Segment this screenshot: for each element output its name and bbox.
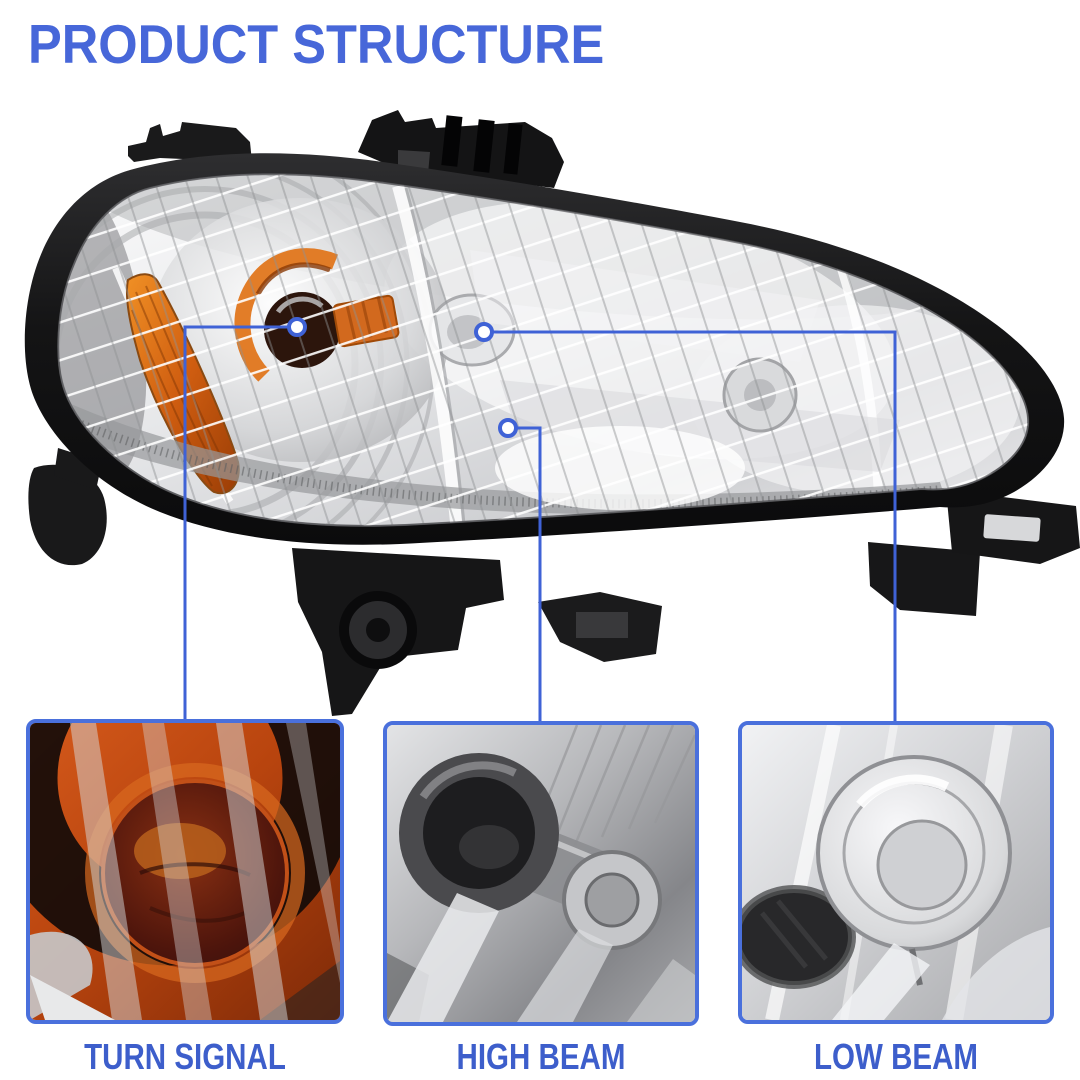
high-beam-closeup bbox=[387, 725, 695, 1022]
detail-card-high-beam bbox=[383, 721, 699, 1026]
detail-card-low-beam bbox=[738, 721, 1054, 1024]
label-low-beam: LOW BEAM bbox=[814, 1036, 978, 1077]
page-title: PRODUCT STRUCTURE bbox=[28, 13, 605, 75]
label-turn-signal: TURN SIGNAL bbox=[84, 1036, 286, 1077]
headlight-photo bbox=[24, 110, 1080, 716]
low-beam-closeup bbox=[742, 725, 1050, 1020]
label-high-beam: HIGH BEAM bbox=[456, 1036, 626, 1077]
headlight-illustration bbox=[24, 110, 1080, 716]
turn-signal-closeup bbox=[30, 723, 340, 1020]
detail-card-turn-signal bbox=[26, 719, 344, 1024]
